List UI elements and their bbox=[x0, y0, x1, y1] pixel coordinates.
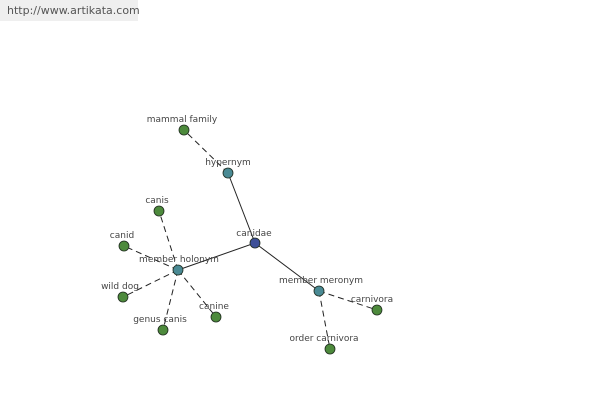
node-dot-canidae[interactable] bbox=[249, 237, 261, 249]
node-dot-canine[interactable] bbox=[210, 311, 222, 323]
node-wild-dog[interactable]: wild dog bbox=[101, 282, 139, 303]
node-mammal-family[interactable]: mammal family bbox=[147, 115, 218, 136]
node-dot-mammal-family[interactable] bbox=[178, 124, 190, 136]
edges-layer bbox=[122, 129, 378, 350]
node-dot-canis[interactable] bbox=[153, 205, 165, 217]
node-label-canid[interactable]: canid bbox=[110, 231, 134, 241]
node-label-mammal-family[interactable]: mammal family bbox=[147, 115, 218, 125]
edge-member-holonym-canis bbox=[158, 210, 179, 271]
node-label-hypernym[interactable]: hypernym bbox=[205, 158, 251, 168]
node-member-holonym[interactable]: member holonym bbox=[139, 255, 219, 276]
url-banner[interactable]: http://www.artikata.com bbox=[0, 0, 140, 21]
edge-canidae-member-meronym bbox=[254, 242, 320, 292]
node-dot-carnivora[interactable] bbox=[371, 304, 383, 316]
node-label-carnivora[interactable]: carnivora bbox=[351, 295, 393, 305]
node-canid[interactable]: canid bbox=[110, 231, 134, 252]
node-label-canis[interactable]: canis bbox=[145, 196, 169, 206]
node-hypernym[interactable]: hypernym bbox=[205, 158, 251, 179]
node-label-wild-dog[interactable]: wild dog bbox=[101, 282, 139, 292]
edge-member-holonym-genus-canis bbox=[162, 269, 179, 331]
node-label-order-carnivora[interactable]: order carnivora bbox=[289, 334, 358, 344]
node-dot-member-meronym[interactable] bbox=[313, 285, 325, 297]
node-order-carnivora[interactable]: order carnivora bbox=[289, 334, 359, 355]
node-canis[interactable]: canis bbox=[145, 196, 169, 217]
node-dot-wild-dog[interactable] bbox=[117, 291, 129, 303]
edge-hypernym-mammal-family bbox=[183, 129, 229, 174]
node-carnivora[interactable]: carnivora bbox=[351, 295, 393, 316]
node-label-member-meronym[interactable]: member meronym bbox=[279, 276, 363, 286]
node-genus-canis[interactable]: genus canis bbox=[133, 315, 187, 336]
edge-canidae-member-holonym bbox=[177, 242, 256, 271]
node-member-meronym[interactable]: member meronym bbox=[279, 276, 363, 297]
node-label-member-holonym[interactable]: member holonym bbox=[139, 255, 219, 265]
node-dot-order-carnivora[interactable] bbox=[324, 343, 336, 355]
node-label-canine[interactable]: canine bbox=[199, 302, 229, 312]
edge-member-holonym-canine bbox=[177, 269, 217, 318]
edge-member-holonym-wild-dog bbox=[122, 269, 179, 298]
edge-member-meronym-carnivora bbox=[318, 290, 378, 311]
node-dot-canid[interactable] bbox=[118, 240, 130, 252]
node-dot-hypernym[interactable] bbox=[222, 167, 234, 179]
edge-canidae-hypernym bbox=[227, 172, 256, 244]
node-label-canidae[interactable]: canidae bbox=[236, 229, 272, 239]
node-dot-genus-canis[interactable] bbox=[157, 324, 169, 336]
nodes-layer: canidae hypernym member holonym member mero… bbox=[101, 115, 393, 355]
node-dot-member-holonym[interactable] bbox=[172, 264, 184, 276]
node-canidae[interactable]: canidae bbox=[236, 229, 272, 249]
node-canine[interactable]: canine bbox=[199, 302, 229, 323]
node-label-genus-canis[interactable]: genus canis bbox=[133, 315, 187, 325]
